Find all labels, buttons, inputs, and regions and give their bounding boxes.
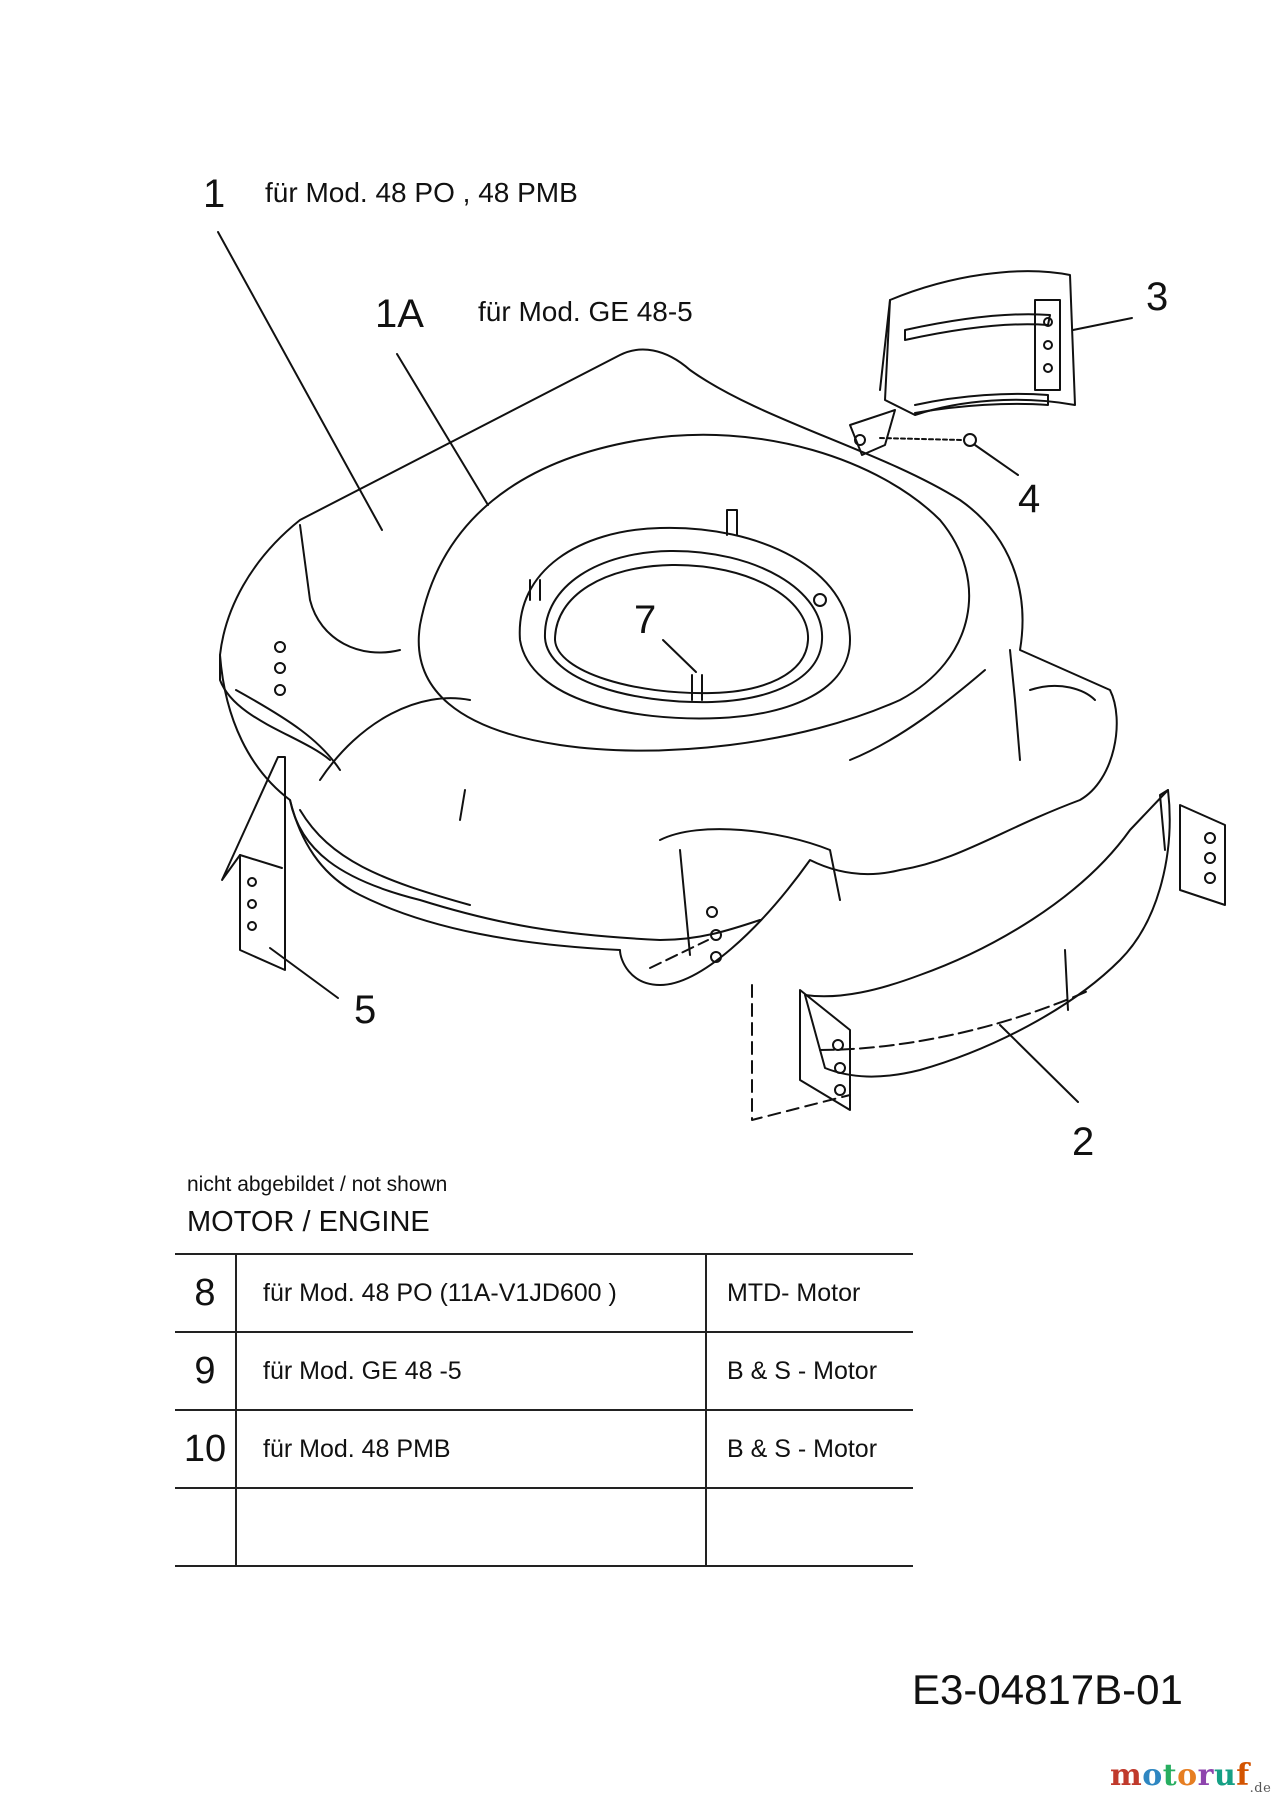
callout-3: 3: [1146, 275, 1169, 319]
leader-line-4: [974, 444, 1019, 476]
guide-line: [751, 984, 851, 1121]
callout-4: 4: [1018, 477, 1041, 521]
guide-line: [649, 939, 709, 969]
drawing-code: E3-04817B-01: [912, 1666, 1183, 1713]
callout-1a-note: für Mod. GE 48-5: [478, 296, 693, 327]
engine-cell: B & S - Motor: [706, 1409, 913, 1488]
callout-1a: 1A: [375, 292, 424, 336]
guide-line: [819, 989, 1091, 1051]
callout-2: 2: [1072, 1120, 1095, 1164]
model-cell: für Mod. 48 PMB: [236, 1409, 707, 1488]
leader-line-3: [1072, 317, 1133, 331]
leader-line-2: [999, 1024, 1079, 1103]
engine-cell: MTD- Motor: [706, 1253, 913, 1332]
model-cell: für Mod. 48 PO (11A-V1JD600 ): [236, 1253, 707, 1332]
leader-line-5: [269, 947, 339, 999]
not-shown-caption: nicht abgebildet / not shown: [187, 1173, 448, 1196]
model-cell: für Mod. GE 48 -5: [236, 1331, 707, 1410]
engine-cell: [706, 1487, 913, 1567]
table-row: 9 für Mod. GE 48 -5 B & S - Motor: [175, 1331, 913, 1410]
part-number: 9: [175, 1331, 237, 1410]
deflector-part: [849, 270, 1076, 456]
engine-heading: MOTOR / ENGINE: [187, 1206, 430, 1238]
leader-line-7: [662, 639, 697, 673]
engine-cell: B & S - Motor: [706, 1331, 913, 1410]
guide-line: [879, 437, 963, 441]
mower-deck-housing: [219, 348, 1118, 986]
engine-parts-table: 8 für Mod. 48 PO (11A-V1JD600 ) MTD- Mot…: [175, 1253, 913, 1567]
callout-7: 7: [634, 598, 657, 642]
table-row: 10 für Mod. 48 PMB B & S - Motor: [175, 1409, 913, 1488]
rear-flap-part: [799, 789, 1226, 1111]
callout-1: 1: [203, 172, 226, 216]
callout-5: 5: [354, 988, 377, 1032]
leader-line-1: [217, 231, 383, 531]
table-row: 8 für Mod. 48 PO (11A-V1JD600 ) MTD- Mot…: [175, 1253, 913, 1332]
model-cell: [236, 1487, 707, 1567]
part-number: [175, 1487, 237, 1567]
callout-1-note: für Mod. 48 PO , 48 PMB: [265, 177, 578, 208]
table-row: [175, 1487, 913, 1567]
part-number: 8: [175, 1253, 237, 1332]
leader-line-1a: [396, 353, 489, 506]
side-bracket-part: [221, 756, 286, 971]
watermark-logo: motoruf.de: [1110, 1758, 1272, 1796]
part-number: 10: [175, 1409, 237, 1488]
